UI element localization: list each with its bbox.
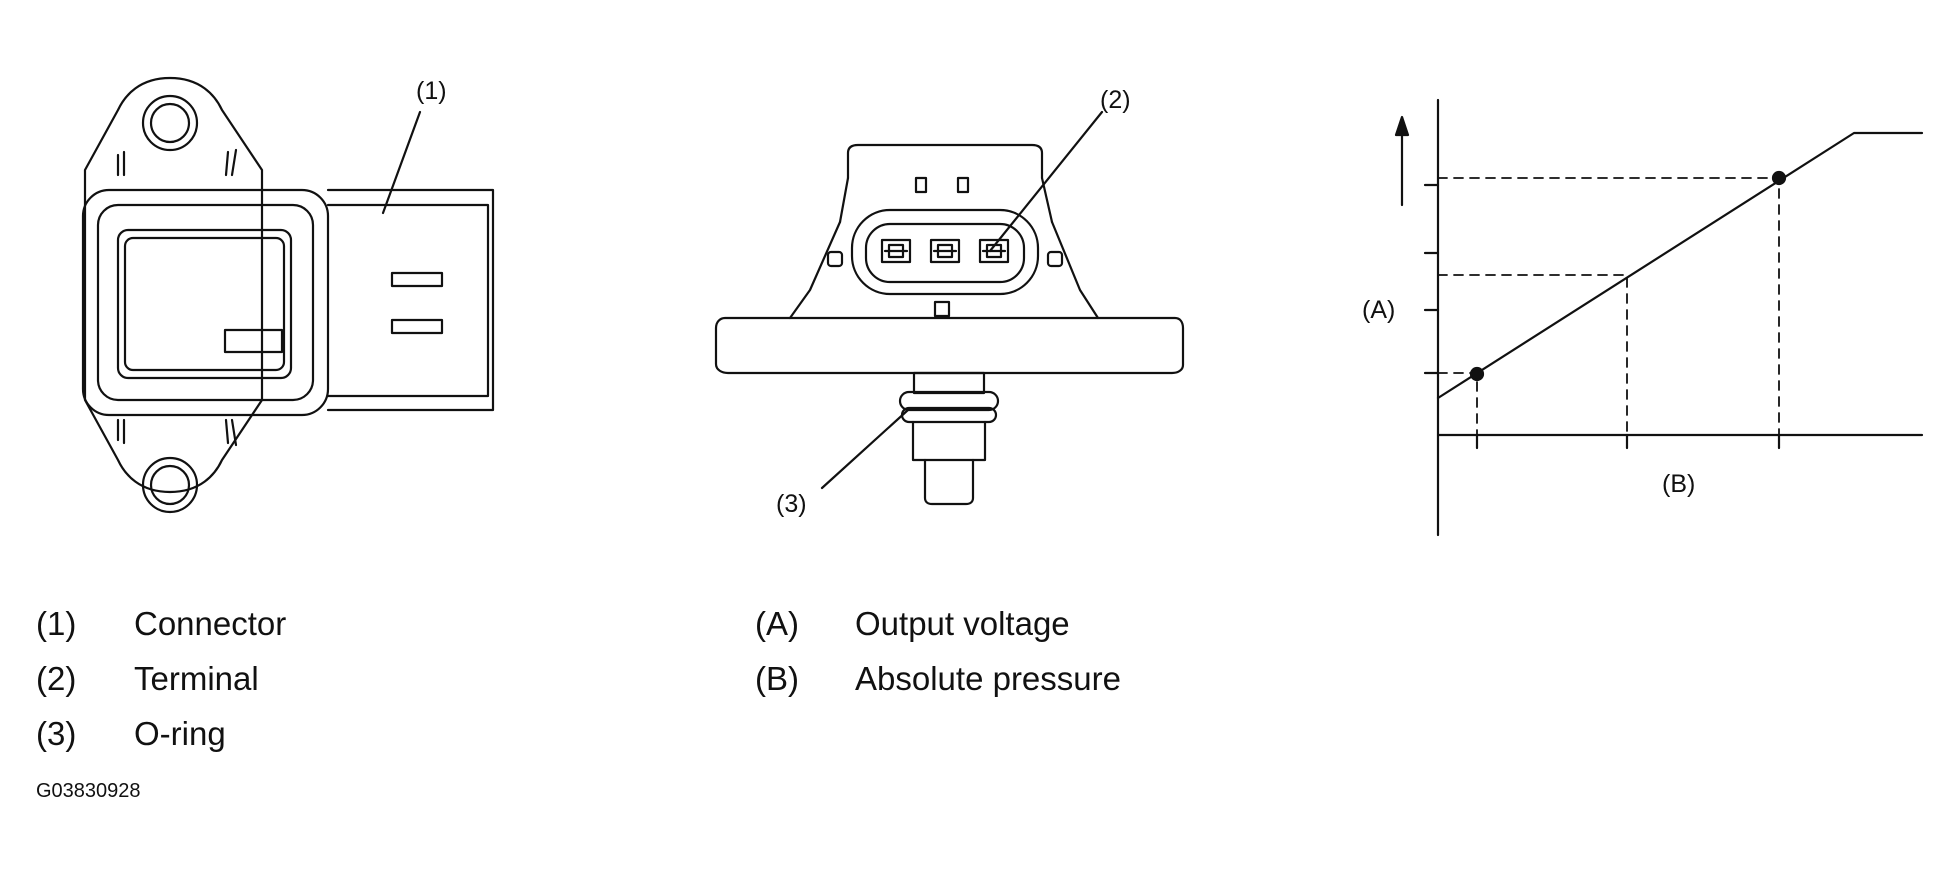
sensor-top-view: [81, 76, 495, 514]
connector-shroud: [850, 208, 1040, 296]
axis-label-b: (B): [1662, 470, 1695, 498]
leader-3: [820, 408, 910, 490]
legend-text: Absolute pressure: [855, 660, 1121, 697]
legend-text: Output voltage: [855, 605, 1070, 642]
figure-id: G03830928: [36, 780, 141, 802]
point-low: [1469, 366, 1485, 382]
legend-text: Terminal: [134, 660, 259, 697]
o-ring: [898, 390, 1000, 412]
terminals: [880, 238, 1010, 264]
mounting-hole-bottom: [141, 456, 199, 514]
point-high: [1771, 170, 1787, 186]
legend-axes: (A) Output voltage (B) Absolute pressure: [755, 605, 1355, 715]
characteristic-line: [1436, 131, 1924, 400]
legend-text: Connector: [134, 605, 287, 642]
mounting-hole-top: [141, 94, 199, 152]
legend-key: (B): [755, 660, 799, 697]
legend-key: (A): [755, 605, 799, 642]
legend-parts: (1) Connector (2) Terminal (3) O-ring: [36, 605, 536, 765]
legend-key: (3): [36, 715, 77, 752]
legend-text: O-ring: [134, 715, 226, 752]
axis-label-a: (A): [1362, 296, 1395, 324]
legend-key: (1): [36, 605, 77, 642]
callout-2: (2): [1100, 86, 1131, 114]
callout-3: (3): [776, 490, 807, 518]
callout-1: (1): [416, 77, 447, 105]
legend-key: (2): [36, 660, 77, 697]
leader-1: [381, 110, 422, 215]
sensor-side-view: [714, 143, 1185, 506]
characteristic-graph: [1394, 98, 1924, 537]
leader-2: [988, 110, 1104, 253]
dashed-guides: [1437, 177, 1780, 436]
